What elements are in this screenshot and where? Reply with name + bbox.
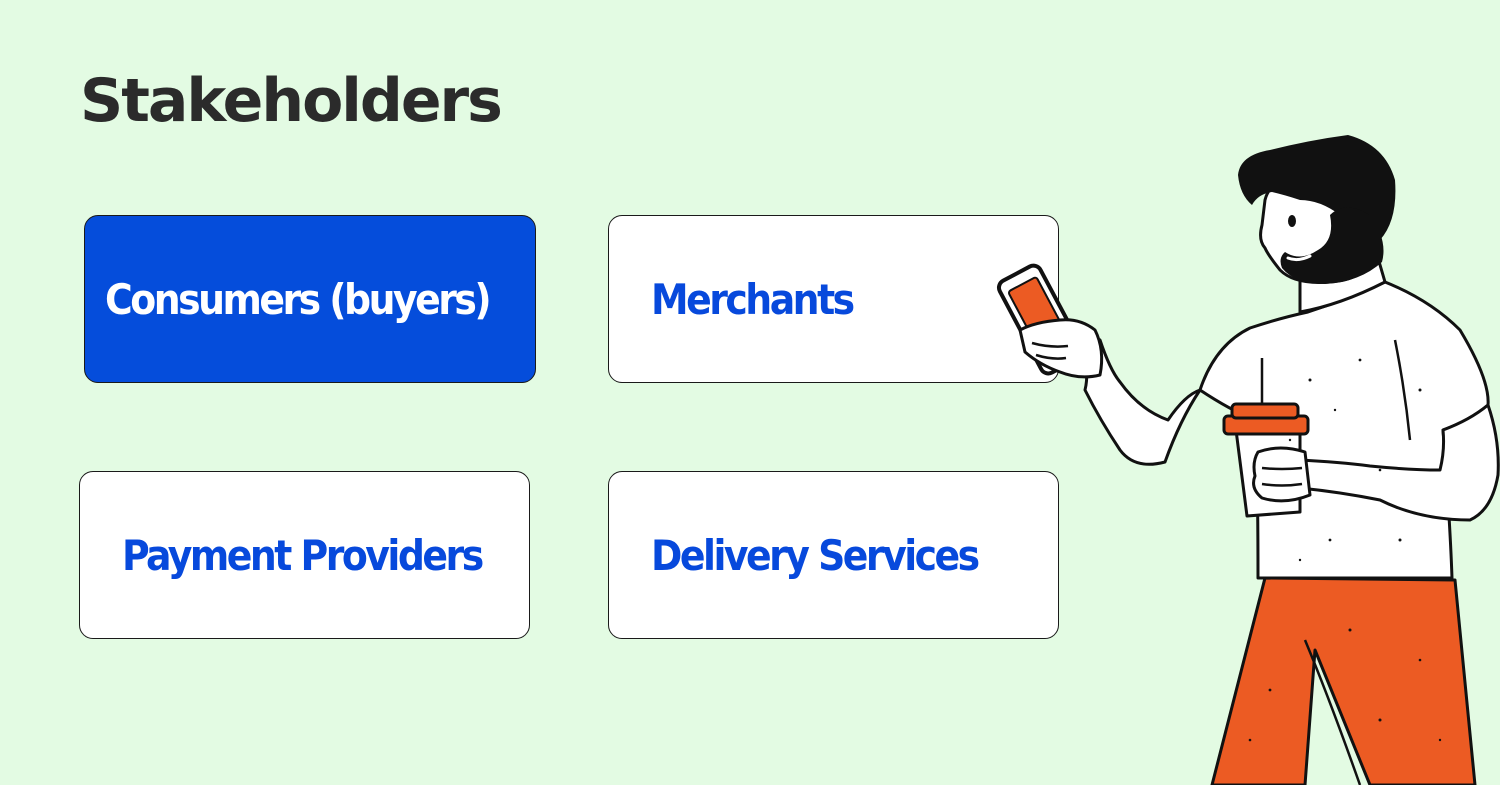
right-hand-shape bbox=[1252, 446, 1312, 503]
eye-icon bbox=[1288, 215, 1296, 227]
stakeholder-card-merchants[interactable]: Merchants bbox=[608, 215, 1059, 383]
left-hand-shape bbox=[1018, 318, 1104, 379]
texture-speckles bbox=[1248, 358, 1442, 742]
man-with-phone-and-coffee-illustration bbox=[996, 135, 1500, 785]
stakeholder-card-consumers[interactable]: Consumers (buyers) bbox=[84, 215, 536, 383]
finger-line bbox=[1261, 466, 1303, 487]
pants-fold-line bbox=[1303, 639, 1362, 785]
pants-shape bbox=[1210, 576, 1477, 785]
stakeholder-card-label: Payment Providers bbox=[122, 530, 484, 580]
stakeholder-card-label: Delivery Services bbox=[651, 530, 980, 580]
page-title: Stakeholders bbox=[80, 66, 503, 136]
finger-line bbox=[1031, 341, 1069, 360]
mouth-shape bbox=[1286, 254, 1312, 262]
sleeve-line-right bbox=[1393, 339, 1412, 441]
stakeholder-card-payment-providers[interactable]: Payment Providers bbox=[79, 471, 530, 639]
stakeholder-card-delivery-services[interactable]: Delivery Services bbox=[608, 471, 1059, 639]
right-arm-shape bbox=[1296, 403, 1500, 522]
stakeholder-card-label: Merchants bbox=[651, 274, 855, 324]
stakeholder-card-label: Consumers (buyers) bbox=[105, 274, 492, 324]
beard-shape bbox=[1280, 207, 1384, 284]
